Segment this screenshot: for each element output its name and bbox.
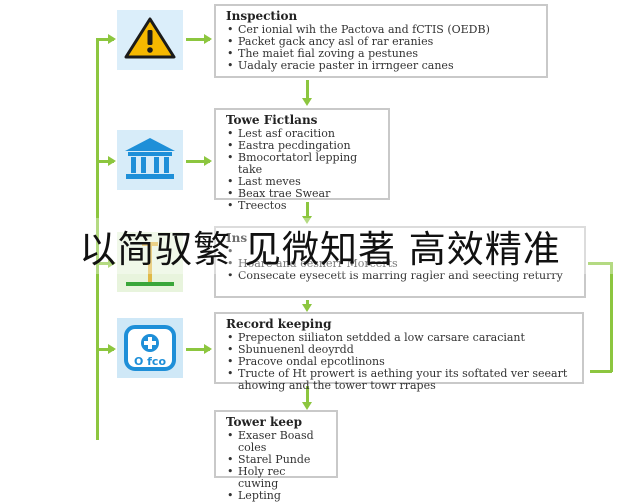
add-icon-label: O fco (133, 355, 167, 368)
step-item: Pracove ondal epcotlinons (227, 356, 572, 369)
step-item: Holy rec cuwing (227, 466, 326, 490)
step-title: Towe Fictlans (226, 113, 318, 127)
connector-arrow (96, 34, 116, 44)
connector-arrow (96, 344, 116, 354)
building-tile (117, 130, 183, 190)
connector-right (610, 262, 613, 372)
connector-down (302, 80, 312, 106)
plant-icon (120, 232, 180, 292)
connector-down (302, 300, 312, 312)
warning-tile (117, 10, 183, 70)
connector-arrow (186, 344, 212, 354)
step-item (227, 246, 574, 258)
connector-arrow (96, 258, 116, 268)
step-title: Inspection (226, 9, 298, 23)
step-item: Exaser Boasd coles (227, 430, 326, 454)
plant-tile (117, 232, 183, 292)
add-tile: O fco (117, 318, 183, 378)
step-item: Prepecton siiliaton setdded a low carsar… (227, 332, 572, 345)
step-inspection: Inspection Cer ionial wih the Pactova an… (214, 4, 548, 78)
step-item: The maiet fial zoving a pestunes (227, 48, 536, 61)
connector-arrow (186, 34, 212, 44)
step-item: Treectos (227, 200, 378, 213)
connector-arrow (96, 156, 116, 166)
step-item: Uadaly eracie paster in irrngeer canes (227, 60, 536, 73)
step-item: Beax trae Swear (227, 188, 378, 201)
step-item: Eastra pecdingation (227, 140, 378, 153)
step-item: Last meves (227, 176, 378, 189)
warning-icon (124, 16, 176, 64)
connector-down (302, 386, 312, 410)
step-tower-functions: Towe Fictlans Lest asf oracition Eastra … (214, 108, 390, 212)
step-item: Sbunuenenl deoyrdd (227, 344, 572, 357)
step-item: Hoare and eesnerr Morcerts (227, 258, 574, 271)
add-icon: O fco (123, 324, 177, 372)
connector-right-bottom (590, 370, 612, 373)
flow-spine (96, 40, 99, 440)
step-item: Cer ionial wih the Pactova and fCTIS (OE… (227, 24, 536, 37)
building-icon (122, 135, 178, 185)
step-item: Consecate eysecett is marring ragler and… (227, 270, 574, 283)
step-inspection-2: Ins Hoare and eesnerr Morcerts Consecate… (214, 226, 586, 298)
step-title: Record keeping (226, 317, 332, 331)
step-title: Tower keep (226, 415, 302, 429)
step-item: Lest asf oracition (227, 128, 378, 141)
step-tower-keep: Tower keep Exaser Boasd coles Starel Pun… (214, 410, 338, 502)
step-item: Starel Punde (227, 454, 326, 467)
step-item: Packet gack ancy asl of rar eranies (227, 36, 536, 49)
step-item: Lepting (227, 490, 326, 502)
connector-arrow (186, 156, 212, 166)
step-title: Ins (226, 231, 248, 245)
step-item: Tructe of Ht prowert is aething your its… (227, 368, 572, 392)
step-item: Bmocortatorl lepping take (227, 152, 378, 176)
overlay-caption: 以简驭繁 见微知著 高效精准 (0, 218, 640, 274)
connector-right-top (588, 262, 612, 265)
step-record-keeping: Record keeping Prepecton siiliaton setdd… (214, 312, 584, 392)
